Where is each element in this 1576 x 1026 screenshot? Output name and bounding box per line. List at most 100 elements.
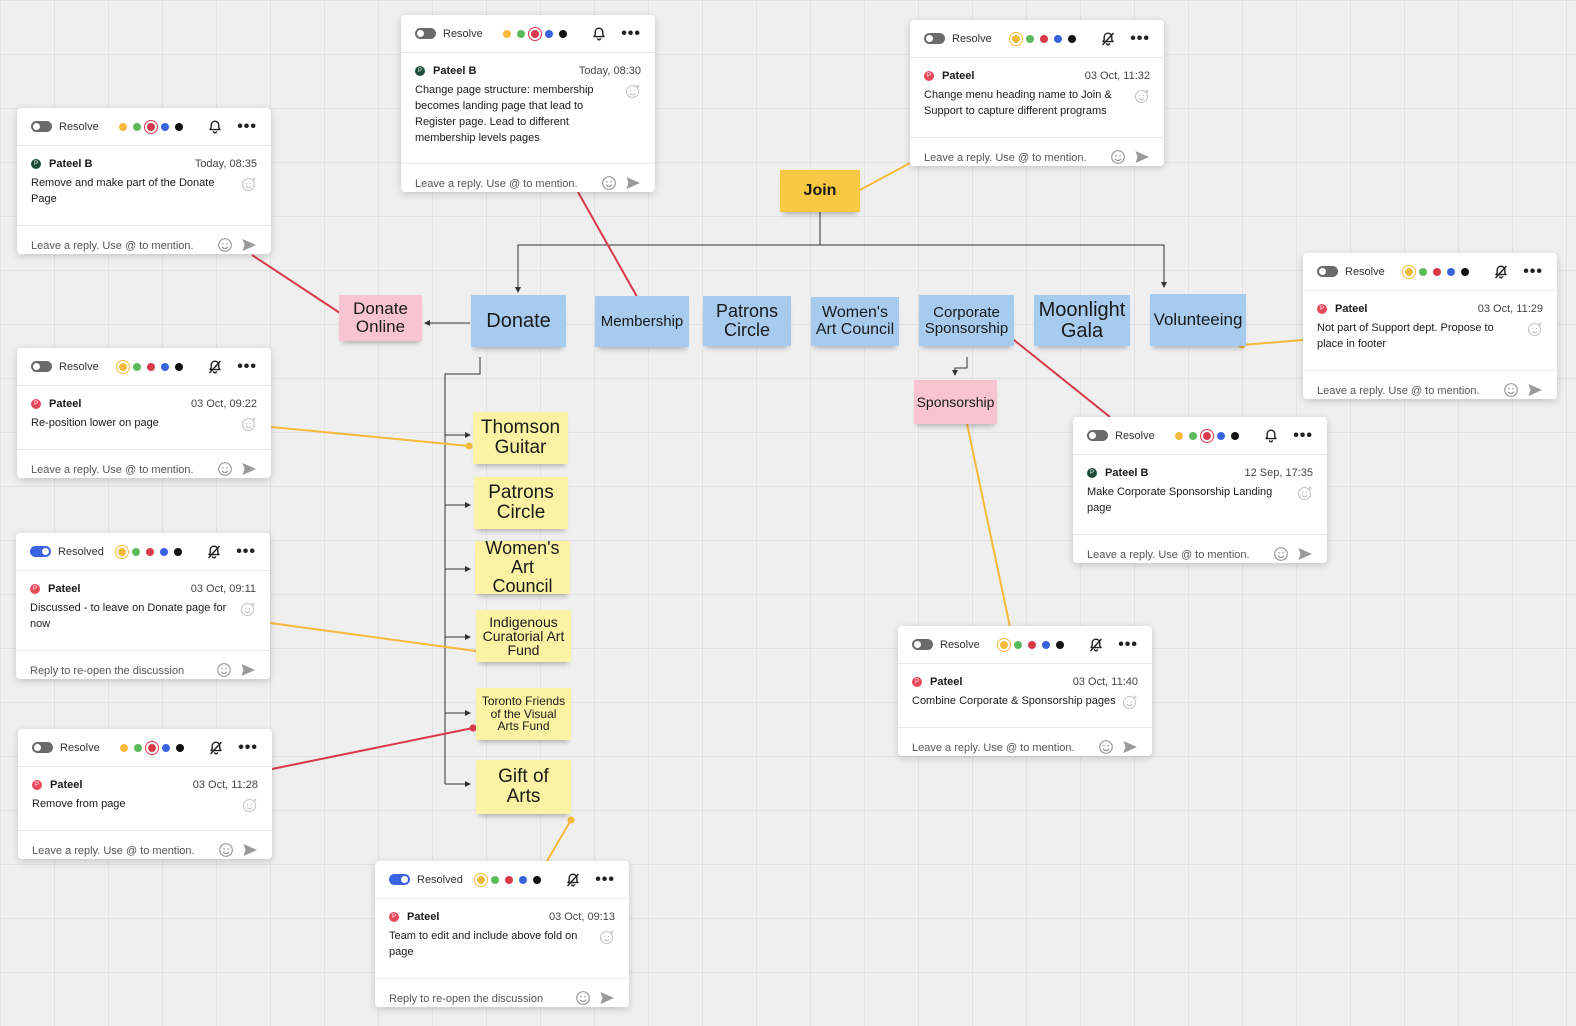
color-dot-blue[interactable] xyxy=(161,122,169,131)
color-dot-green[interactable] xyxy=(134,743,142,752)
sticky-gift-of-arts[interactable]: Gift of Arts xyxy=(476,760,571,814)
send-icon[interactable] xyxy=(233,237,257,256)
bell-off-icon[interactable] xyxy=(1088,637,1104,653)
send-icon[interactable] xyxy=(234,842,258,861)
color-dot-red[interactable] xyxy=(1040,34,1048,43)
color-dot-red[interactable] xyxy=(148,743,156,752)
add-reaction-icon[interactable] xyxy=(599,929,615,945)
sticky-donate-online[interactable]: Donate Online xyxy=(339,295,422,341)
sticky-join[interactable]: Join xyxy=(780,170,860,212)
add-reaction-icon[interactable] xyxy=(1122,694,1138,710)
emoji-icon[interactable] xyxy=(209,237,233,256)
add-reaction-icon[interactable] xyxy=(625,83,641,99)
send-icon[interactable] xyxy=(1126,149,1150,168)
resolve-toggle[interactable] xyxy=(32,742,53,753)
bell-icon[interactable] xyxy=(591,26,607,42)
reply-input[interactable]: Leave a reply. Use @ to mention. xyxy=(1317,385,1480,397)
sticky-toronto-friends[interactable]: Toronto Friends of the Visual Arts Fund xyxy=(476,688,571,740)
color-dot-yellow[interactable] xyxy=(1000,640,1008,649)
color-dot-yellow[interactable] xyxy=(118,547,126,556)
send-icon[interactable] xyxy=(1114,739,1138,758)
sticky-patrons-circle[interactable]: Patrons Circle xyxy=(474,477,568,529)
reply-input[interactable]: Reply to re-open the discussion xyxy=(30,665,185,677)
color-dot-green[interactable] xyxy=(133,362,141,371)
bell-off-icon[interactable] xyxy=(565,872,581,888)
sticky-volunteeing[interactable]: Volunteeing xyxy=(1150,294,1246,346)
color-dot-yellow[interactable] xyxy=(1012,34,1020,43)
reply-input[interactable]: Leave a reply. Use @ to mention. xyxy=(924,152,1087,164)
emoji-icon[interactable] xyxy=(567,990,591,1009)
add-reaction-icon[interactable] xyxy=(1297,485,1313,501)
color-dot-red[interactable] xyxy=(147,122,155,131)
reply-input[interactable]: Leave a reply. Use @ to mention. xyxy=(31,464,194,476)
color-dot-yellow[interactable] xyxy=(477,875,485,884)
color-dot-black[interactable] xyxy=(1461,267,1469,276)
emoji-icon[interactable] xyxy=(1090,739,1114,758)
add-reaction-icon[interactable] xyxy=(241,416,257,432)
color-dot-blue[interactable] xyxy=(160,547,168,556)
sticky-membership[interactable]: Membership xyxy=(595,296,689,347)
send-icon[interactable] xyxy=(233,461,257,480)
add-reaction-icon[interactable] xyxy=(1527,321,1543,337)
sticky-corporate-sponsorship[interactable]: Corporate Sponsorship xyxy=(919,295,1014,346)
reply-input[interactable]: Leave a reply. Use @ to mention. xyxy=(912,742,1075,754)
color-dot-black[interactable] xyxy=(176,743,184,752)
color-dot-blue[interactable] xyxy=(1042,640,1050,649)
color-dot-green[interactable] xyxy=(1026,34,1034,43)
add-reaction-icon[interactable] xyxy=(242,797,258,813)
color-dot-black[interactable] xyxy=(1056,640,1064,649)
reply-input[interactable]: Reply to re-open the discussion xyxy=(389,993,544,1005)
color-dot-red[interactable] xyxy=(531,29,539,38)
send-icon[interactable] xyxy=(1289,546,1313,565)
sticky-donate[interactable]: Donate xyxy=(471,295,566,347)
more-options-icon[interactable]: ••• xyxy=(238,738,258,756)
color-dot-blue[interactable] xyxy=(161,362,169,371)
send-icon[interactable] xyxy=(617,175,641,194)
color-dot-black[interactable] xyxy=(1231,431,1239,440)
more-options-icon[interactable]: ••• xyxy=(621,24,641,42)
more-options-icon[interactable]: ••• xyxy=(595,870,615,888)
sticky-thomson-guitar[interactable]: Thomson Guitar xyxy=(473,412,568,464)
color-dot-black[interactable] xyxy=(174,547,182,556)
color-dot-blue[interactable] xyxy=(1217,431,1225,440)
resolve-toggle[interactable] xyxy=(924,33,945,44)
emoji-icon[interactable] xyxy=(209,461,233,480)
more-options-icon[interactable]: ••• xyxy=(237,117,257,135)
color-dot-red[interactable] xyxy=(1433,267,1441,276)
emoji-icon[interactable] xyxy=(208,662,232,681)
reply-input[interactable]: Leave a reply. Use @ to mention. xyxy=(31,240,194,252)
reply-input[interactable]: Leave a reply. Use @ to mention. xyxy=(1087,549,1250,561)
emoji-icon[interactable] xyxy=(1265,546,1289,565)
resolve-toggle[interactable] xyxy=(415,28,436,39)
color-dot-blue[interactable] xyxy=(1447,267,1455,276)
sticky-indigenous-fund[interactable]: Indigenous Curatorial Art Fund xyxy=(476,610,571,662)
color-dot-yellow[interactable] xyxy=(120,743,128,752)
emoji-icon[interactable] xyxy=(1495,382,1519,401)
color-dot-green[interactable] xyxy=(1419,267,1427,276)
resolve-toggle[interactable] xyxy=(1087,430,1108,441)
color-dot-black[interactable] xyxy=(533,875,541,884)
color-dot-green[interactable] xyxy=(517,29,525,38)
color-dot-red[interactable] xyxy=(147,362,155,371)
color-dot-red[interactable] xyxy=(146,547,154,556)
color-dot-yellow[interactable] xyxy=(119,122,127,131)
resolve-toggle[interactable] xyxy=(912,639,933,650)
bell-off-icon[interactable] xyxy=(206,544,222,560)
send-icon[interactable] xyxy=(232,662,256,681)
color-dot-black[interactable] xyxy=(1068,34,1076,43)
more-options-icon[interactable]: ••• xyxy=(1523,262,1543,280)
resolve-toggle[interactable] xyxy=(31,361,52,372)
color-dot-yellow[interactable] xyxy=(1405,267,1413,276)
more-options-icon[interactable]: ••• xyxy=(1130,29,1150,47)
color-dot-black[interactable] xyxy=(175,122,183,131)
color-dot-black[interactable] xyxy=(559,29,567,38)
color-dot-green[interactable] xyxy=(1189,431,1197,440)
more-options-icon[interactable]: ••• xyxy=(1118,635,1138,653)
color-dot-yellow[interactable] xyxy=(1175,431,1183,440)
